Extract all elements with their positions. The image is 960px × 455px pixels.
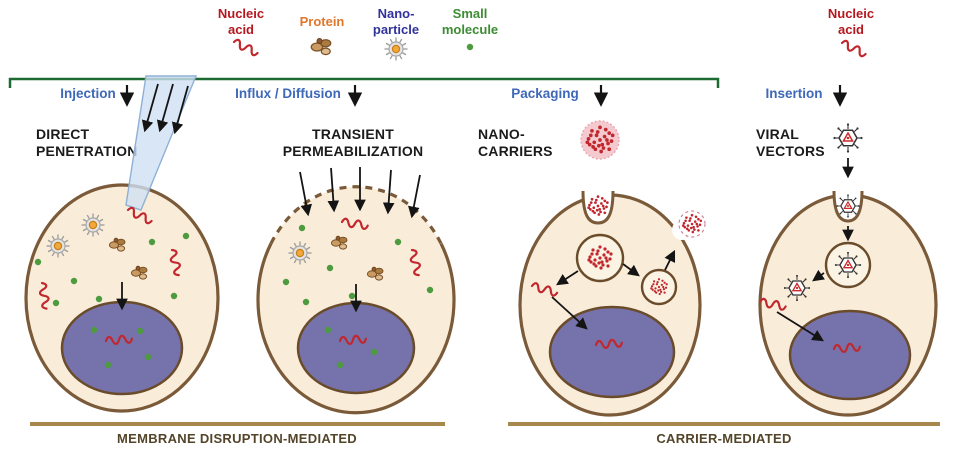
trafficking-arrow (622, 263, 640, 277)
process-label-packaging: Packaging (511, 86, 579, 101)
category-bar-right (508, 422, 940, 426)
small-molecule-dot-icon (348, 292, 356, 300)
process-label-influx-diffusion: Influx / Diffusion (235, 86, 341, 101)
small-molecule-dot-icon (302, 298, 310, 306)
cell-nucleus (296, 301, 416, 395)
injection-needle (125, 75, 198, 211)
panel-transient-permeabilization: Influx / Diffusion TRANSIENT PERMEABILIZ… (235, 85, 456, 415)
virus-capsid-icon (834, 251, 862, 279)
legend-small-molecule-label2: molecule (442, 22, 498, 37)
footer-categories: MEMBRANE DISRUPTION-MEDIATED CARRIER-MED… (30, 422, 940, 446)
cell-nucleus (788, 309, 912, 401)
small-molecule-dot-icon (70, 277, 78, 285)
influx-arrow (382, 169, 395, 215)
permeabilized-membrane (269, 185, 443, 245)
group-bracket (8, 77, 720, 88)
small-molecule-dot-icon (104, 361, 112, 369)
to-nucleus-arrow (776, 311, 824, 342)
panel-title2: CARRIERS (478, 143, 553, 159)
panel-nano-carriers: Packaging NANO- CARRIERS (478, 85, 706, 417)
small-molecule-dot-icon (426, 286, 434, 294)
small-molecule-dot-icon (144, 353, 152, 361)
legend-nanoparticle-label: Nano- (378, 6, 415, 21)
legend-nanoparticle-label2: particle (373, 22, 419, 37)
nanoparticle-icon (383, 36, 409, 62)
virus-capsid-icon (783, 274, 811, 302)
needle-flow-arrow (171, 85, 189, 135)
release-arrow (556, 270, 579, 286)
small-molecule-dot-icon (466, 43, 474, 51)
legend: Nucleic acid Protein Nano- particle Smal… (218, 6, 874, 62)
small-molecule-dot-icon (182, 232, 190, 240)
nucleic-acid-squiggle-icon (231, 37, 261, 58)
panel-viral-vectors: Insertion VIRAL VECTORS (756, 85, 938, 417)
process-label-injection: Injection (60, 86, 116, 101)
needle-flow-arrow (156, 83, 174, 133)
legend-right-nucleic-acid-label2: acid (838, 22, 864, 37)
escape-arrow (812, 269, 826, 282)
small-molecule-dot-icon (170, 292, 178, 300)
small-molecule-dot-icon (324, 326, 332, 334)
panel-title: VIRAL (756, 126, 799, 142)
small-molecule-dot-icon (370, 348, 378, 356)
influx-arrow (299, 171, 312, 217)
cell-nucleus (548, 305, 676, 399)
panel-title: NANO- (478, 126, 525, 142)
category-label-carrier-mediated: CARRIER-MEDIATED (656, 431, 791, 446)
legend-nucleic-acid-label: Nucleic (218, 6, 264, 21)
legend-protein-label: Protein (300, 14, 345, 29)
legend-right-nucleic-acid-label: Nucleic (828, 6, 874, 21)
small-molecule-dot-icon (52, 299, 60, 307)
legend-small-molecule-label: Small (453, 6, 488, 21)
small-molecule-dot-icon (136, 327, 144, 335)
small-molecule-dot-icon (326, 264, 334, 272)
small-molecule-dot-icon (148, 238, 156, 246)
category-label-membrane-disruption: MEMBRANE DISRUPTION-MEDIATED (117, 431, 357, 446)
cell-nucleus (60, 300, 184, 396)
small-molecule-dot-icon (34, 258, 42, 266)
cell-membrane (256, 242, 456, 415)
process-label-insertion: Insertion (765, 86, 822, 101)
protein-cluster-icon (310, 37, 332, 56)
small-molecule-dot-icon (95, 295, 103, 303)
panel-title2: PENETRATION (36, 143, 138, 159)
virus-capsid-icon (835, 193, 861, 219)
to-nucleus-arrow (551, 296, 588, 330)
category-bar-left (30, 422, 445, 426)
small-molecule-dot-icon (336, 361, 344, 369)
influx-arrow (327, 167, 340, 213)
exocytosis-arrow (664, 249, 676, 271)
legend-nucleic-acid-label2: acid (228, 22, 254, 37)
nucleic-acid-squiggle-icon (839, 38, 869, 59)
small-molecule-dot-icon (90, 326, 98, 334)
panel-direct-penetration: Injection DIRECT PENETRATION (24, 75, 220, 413)
panel-title: DIRECT (36, 126, 90, 142)
needle-flow-arrow (141, 83, 159, 133)
panel-title2: PERMEABILIZATION (283, 143, 424, 159)
small-molecule-dot-icon (298, 224, 306, 232)
panel-title: TRANSIENT (312, 126, 394, 142)
escaping-carrier (678, 210, 706, 238)
small-molecule-dot-icon (282, 278, 290, 286)
virus-capsid-icon (832, 122, 864, 154)
small-molecule-dot-icon (394, 238, 402, 246)
influx-arrow (408, 174, 421, 219)
panel-title2: VECTORS (756, 143, 825, 159)
